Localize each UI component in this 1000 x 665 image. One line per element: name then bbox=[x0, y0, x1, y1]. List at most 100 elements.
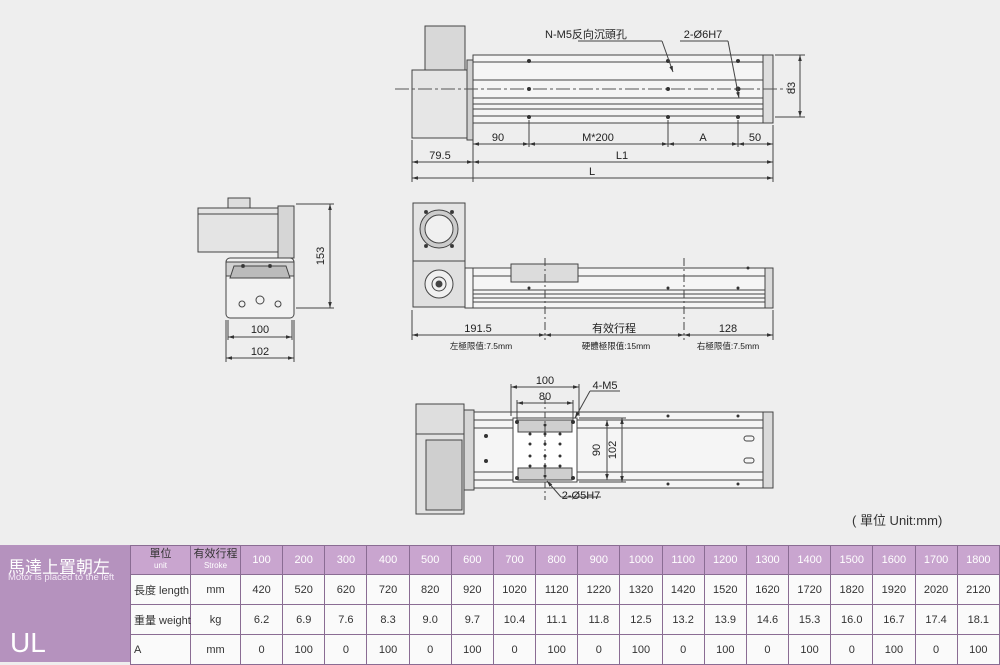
spec-value-cell: 1320 bbox=[619, 574, 663, 605]
dim-50: 50 bbox=[749, 132, 761, 144]
spec-value-cell: 1220 bbox=[577, 574, 621, 605]
stroke-header-cell: 300 bbox=[324, 545, 368, 575]
spec-value-cell: 11.1 bbox=[535, 604, 579, 635]
spec-value-cell: 100 bbox=[450, 634, 494, 665]
side-view bbox=[411, 202, 774, 340]
stroke-header-cell: 1000 bbox=[619, 545, 663, 575]
spec-value-cell: 1520 bbox=[703, 574, 747, 605]
top-view bbox=[395, 25, 805, 182]
callout-dowel-pins: 2-Ø6H7 bbox=[684, 29, 723, 41]
spec-section: 馬達上置朝左 Motor is placed to the left UL 單位… bbox=[0, 545, 1000, 665]
spec-value-cell: 820 bbox=[408, 574, 452, 605]
header-unit-zh: 單位 bbox=[149, 548, 172, 560]
dim-end-100: 100 bbox=[251, 324, 269, 336]
stroke-header-cell: 1300 bbox=[745, 545, 790, 575]
row-label: 重量 weight bbox=[130, 604, 191, 635]
stroke-header-cell: 1600 bbox=[872, 545, 916, 575]
callout-4-m5: 4-M5 bbox=[592, 380, 617, 392]
spec-value-cell: 100 bbox=[956, 634, 1000, 665]
spec-value-cell: 1820 bbox=[830, 574, 874, 605]
spec-value-cell: 0 bbox=[324, 634, 368, 665]
spec-value-cell: 0 bbox=[492, 634, 537, 665]
stroke-header-cell: 800 bbox=[535, 545, 579, 575]
spec-value-cell: 6.9 bbox=[282, 604, 326, 635]
spec-value-cell: 100 bbox=[619, 634, 663, 665]
spec-value-cell: 0 bbox=[745, 634, 790, 665]
spec-value-cell: 520 bbox=[282, 574, 326, 605]
spec-value-cell: 7.6 bbox=[324, 604, 368, 635]
callout-2-o5h7: 2-Ø5H7 bbox=[562, 490, 601, 502]
bottom-view bbox=[415, 384, 774, 515]
spec-value-cell: 1020 bbox=[492, 574, 537, 605]
stroke-header-cell: 100 bbox=[239, 545, 284, 575]
spec-value-cell: 18.1 bbox=[956, 604, 1000, 635]
dim-79-5: 79.5 bbox=[429, 150, 450, 162]
spec-value-cell: 0 bbox=[239, 634, 284, 665]
spec-value-cell: 6.2 bbox=[239, 604, 284, 635]
header-stroke-en: Stroke bbox=[203, 561, 228, 570]
spec-value-cell: 13.2 bbox=[661, 604, 705, 635]
stroke-header-cell: 1800 bbox=[956, 545, 1000, 575]
spec-value-cell: 1920 bbox=[872, 574, 916, 605]
model-title-en: Motor is placed to the left bbox=[8, 572, 115, 583]
dim-bottom-90: 90 bbox=[591, 444, 603, 456]
model-panel: 馬達上置朝左 Motor is placed to the left UL bbox=[0, 545, 130, 662]
dim-128: 128 bbox=[719, 323, 737, 335]
spec-value-cell: 16.0 bbox=[830, 604, 874, 635]
stroke-header-cell: 1400 bbox=[788, 545, 832, 575]
stroke-header-cell: 1700 bbox=[914, 545, 958, 575]
spec-value-cell: 420 bbox=[239, 574, 284, 605]
spec-value-cell: 720 bbox=[366, 574, 410, 605]
note-left-limit: 左極限值:7.5mm bbox=[450, 341, 512, 351]
spec-value-cell: 0 bbox=[577, 634, 621, 665]
spec-value-cell: 100 bbox=[282, 634, 326, 665]
spec-value-cell: 1420 bbox=[661, 574, 705, 605]
spec-value-cell: 10.4 bbox=[492, 604, 537, 635]
unit-note: ( 單位 Unit:mm) bbox=[852, 513, 943, 528]
dim-bottom-80: 80 bbox=[539, 391, 551, 403]
spec-value-cell: 2120 bbox=[956, 574, 1000, 605]
note-hardware-limit: 硬體極限值:15mm bbox=[582, 341, 650, 351]
spec-value-cell: 100 bbox=[788, 634, 832, 665]
spec-value-cell: 17.4 bbox=[914, 604, 958, 635]
stroke-header-cell: 1500 bbox=[830, 545, 874, 575]
stroke-header-cell: 600 bbox=[450, 545, 494, 575]
technical-drawing: N-M5反向沉頭孔 2-Ø6H7 83 90 M*200 A 50 79.5 L… bbox=[197, 25, 805, 515]
stroke-header-cell: 200 bbox=[282, 545, 326, 575]
spec-value-cell: 100 bbox=[703, 634, 747, 665]
spec-value-cell: 1620 bbox=[745, 574, 790, 605]
spec-value-cell: 0 bbox=[408, 634, 452, 665]
spec-value-cell: 9.7 bbox=[450, 604, 494, 635]
spec-value-cell: 920 bbox=[450, 574, 494, 605]
stroke-header-cell: 1100 bbox=[661, 545, 705, 575]
stroke-header-cell: 700 bbox=[492, 545, 537, 575]
spec-value-cell: 8.3 bbox=[366, 604, 410, 635]
note-right-limit: 右極限值:7.5mm bbox=[697, 341, 759, 351]
stroke-header-cell: 400 bbox=[366, 545, 410, 575]
spec-value-cell: 2020 bbox=[914, 574, 958, 605]
header-stroke-zh: 有效行程 bbox=[193, 548, 238, 560]
stroke-header-cell: 900 bbox=[577, 545, 621, 575]
spec-value-cell: 0 bbox=[914, 634, 958, 665]
dim-l: L bbox=[589, 166, 595, 178]
spec-value-cell: 12.5 bbox=[619, 604, 663, 635]
dim-bottom-100: 100 bbox=[536, 375, 554, 387]
dim-height-83: 83 bbox=[786, 82, 798, 94]
dim-191-5: 191.5 bbox=[464, 323, 492, 335]
model-code: UL bbox=[10, 627, 46, 658]
spec-value-cell: 13.9 bbox=[703, 604, 747, 635]
row-label: A bbox=[130, 634, 191, 665]
spec-value-cell: 9.0 bbox=[408, 604, 452, 635]
row-label: 長度 length bbox=[130, 574, 191, 605]
spec-value-cell: 1120 bbox=[535, 574, 579, 605]
end-view bbox=[197, 197, 334, 362]
spec-value-cell: 11.8 bbox=[577, 604, 621, 635]
dim-l1: L1 bbox=[616, 150, 628, 162]
dim-153: 153 bbox=[315, 247, 327, 265]
